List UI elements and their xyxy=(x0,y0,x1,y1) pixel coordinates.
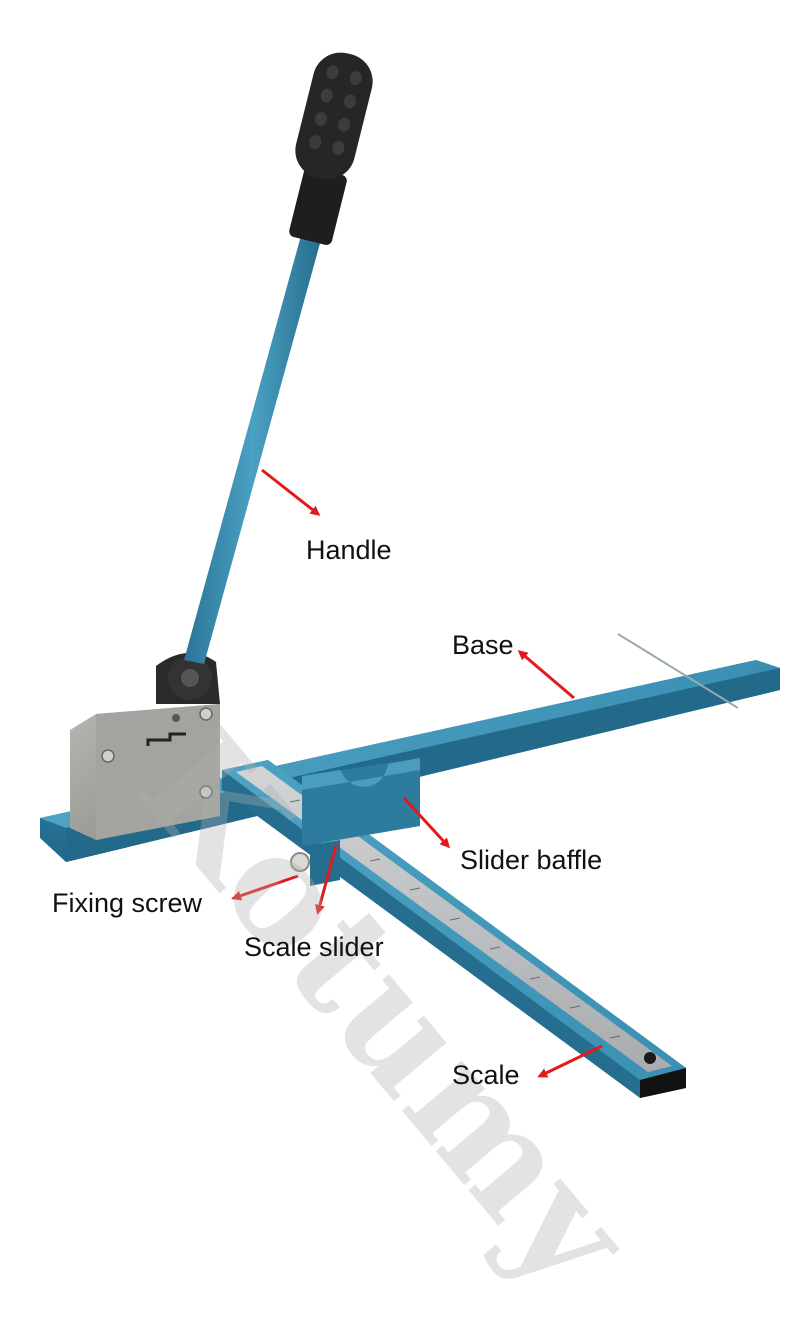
label-scale-slider: Scale slider xyxy=(244,932,384,962)
product-diagram: Kotumy Handle Base Slider baffle Fixing … xyxy=(40,52,780,1321)
arrow-slider-baffle xyxy=(402,796,451,849)
scale-arm xyxy=(222,760,686,1098)
slider-baffle xyxy=(302,758,420,886)
callout-arrows xyxy=(231,468,603,1078)
arrow-base xyxy=(517,650,575,700)
label-handle: Handle xyxy=(306,535,392,565)
arrow-scale-slider xyxy=(315,845,338,915)
arrow-scale xyxy=(537,1044,603,1078)
arrow-handle xyxy=(261,468,321,516)
arrow-fixing-screw xyxy=(231,874,299,901)
label-scale: Scale xyxy=(452,1060,520,1090)
handle-lever xyxy=(184,52,373,664)
fixing-screw xyxy=(290,852,310,872)
tool-illustration xyxy=(40,52,780,1098)
label-slider-baffle: Slider baffle xyxy=(460,845,603,875)
cutter-head xyxy=(70,652,220,840)
label-base: Base xyxy=(452,630,514,660)
label-fixing-screw: Fixing screw xyxy=(52,888,203,918)
